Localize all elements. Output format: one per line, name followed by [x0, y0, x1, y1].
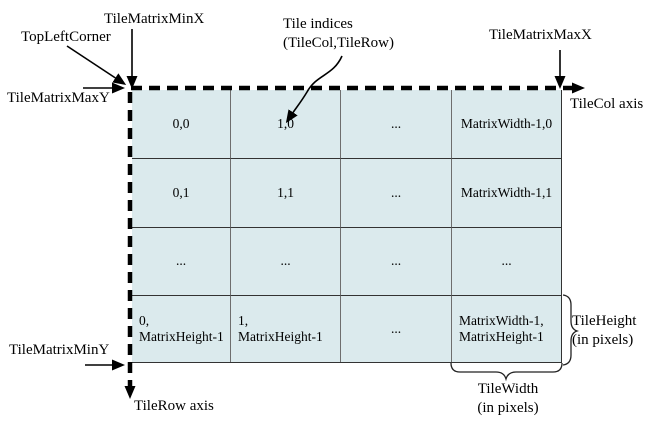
tile-cell: 0,1	[132, 159, 231, 228]
tilecol-axis-label: TileCol axis	[570, 96, 644, 112]
tilewidth-label: TileWidth (in pixels)	[477, 381, 539, 417]
tile-cell: ...	[132, 228, 231, 296]
tile-cell: 1, MatrixHeight-1	[231, 296, 341, 362]
tile-cell: ...	[341, 228, 452, 296]
tile-cell: ...	[231, 228, 341, 296]
tile-cell: ...	[452, 228, 561, 296]
tile-cell: ...	[341, 296, 452, 362]
tilematrixmaxy-label: TileMatrixMaxY	[7, 90, 110, 106]
tile-matrix-grid: 0,0 1,0 ... MatrixWidth-1,0 0,1 1,1 ... …	[132, 90, 562, 363]
topleftcorner-label: TopLeftCorner	[21, 29, 111, 45]
tile-cell: MatrixWidth-1, MatrixHeight-1	[459, 312, 544, 344]
tile-cell: ...	[341, 90, 452, 159]
tileheight-label: TileHeight (in pixels)	[572, 313, 637, 349]
tilewidth-brace	[450, 362, 563, 382]
tile-cell: 1,1	[231, 159, 341, 228]
tile-cell: ...	[341, 159, 452, 228]
tilematrixminx-label: TileMatrixMinX	[104, 11, 205, 27]
tile-indices-label: Tile indices (TileCol,TileRow)	[283, 16, 395, 52]
tilematrixmaxx-label: TileMatrixMaxX	[489, 27, 592, 43]
tilerow-axis-label: TileRow axis	[134, 398, 214, 414]
tile-cell: 1,0	[231, 90, 341, 159]
topleftcorner-arrow	[66, 45, 127, 86]
tile-cell: 0,0	[132, 90, 231, 159]
tilematrixminy-label: TileMatrixMinY	[9, 342, 110, 358]
tile-cell: MatrixWidth-1,0	[452, 90, 561, 159]
tile-cell: 0, MatrixHeight-1	[132, 296, 231, 362]
tile-cell: MatrixWidth-1,1	[452, 159, 561, 228]
